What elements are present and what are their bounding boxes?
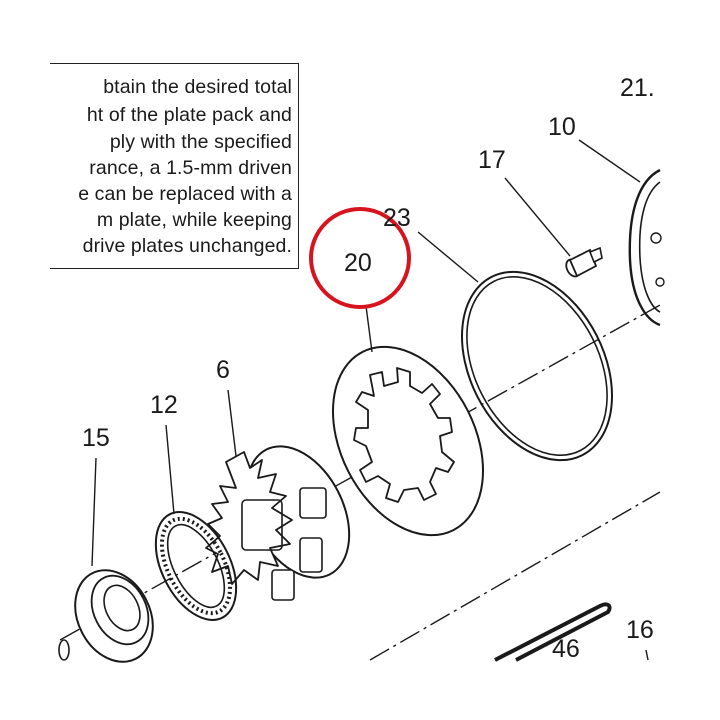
note-line-6: m plate, while keeping <box>96 209 292 231</box>
callout-20: 20 <box>344 249 372 277</box>
callout-23: 23 <box>383 204 411 232</box>
callout-12: 12 <box>150 391 178 419</box>
part-17-screw <box>565 246 603 278</box>
note-line-4: rance, a 1.5-mm driven <box>89 157 292 179</box>
note-line-5: e can be replaced with a <box>78 183 292 205</box>
note-line-7: drive plates unchanged. <box>82 235 292 257</box>
note-line-2: ht of the plate pack and <box>86 104 292 126</box>
callout-10: 10 <box>548 113 576 141</box>
callout-17: 17 <box>478 146 506 174</box>
callout-46: 46 <box>552 635 580 663</box>
reference-line <box>369 491 661 661</box>
instruction-note-box: btain the desired total ht of the plate … <box>50 63 299 269</box>
part-23-o-ring <box>461 270 613 462</box>
note-line-1: btain the desired total <box>103 76 292 98</box>
part-10-housing <box>628 168 665 327</box>
part-46-edge <box>494 602 612 662</box>
callout-15: 15 <box>82 424 110 452</box>
note-line-3: ply with the specified <box>109 131 292 153</box>
part-20-driven-plate <box>332 345 484 537</box>
part-12-needle-bearing <box>154 511 238 621</box>
part-15-nut <box>58 569 154 663</box>
callout-21: 21. <box>620 74 655 102</box>
highlight-circle <box>309 207 411 309</box>
leader-lines <box>91 139 649 661</box>
callout-6: 6 <box>216 356 230 384</box>
callout-16: 16 <box>626 616 654 644</box>
